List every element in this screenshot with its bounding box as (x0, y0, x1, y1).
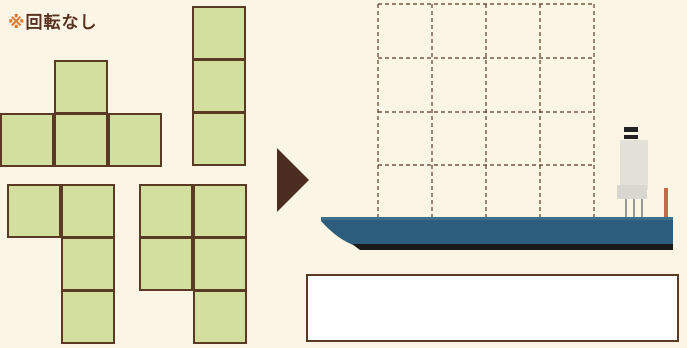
right-arrow-icon (277, 148, 309, 212)
ship-deckhouse (617, 185, 647, 199)
mast (664, 188, 668, 218)
piece-cell[interactable] (7, 184, 61, 238)
piece-cell[interactable] (61, 184, 115, 238)
ship-bridge (620, 140, 648, 190)
piece-cell[interactable] (139, 184, 193, 238)
piece-cell[interactable] (0, 113, 54, 167)
piece-cell[interactable] (61, 290, 115, 344)
hull-deck-line (321, 217, 673, 220)
piece-cell[interactable] (54, 113, 108, 167)
rule-note: ※回転なし (8, 8, 98, 33)
piece-cell[interactable] (193, 290, 247, 344)
dashed-grid (377, 3, 595, 218)
bridge-window (624, 127, 638, 132)
bridge-window (624, 135, 638, 139)
note-mark: ※ (8, 13, 26, 33)
answer-box[interactable] (306, 274, 679, 342)
piece-cell[interactable] (193, 237, 247, 291)
piece-cell[interactable] (139, 237, 193, 291)
piece-cell[interactable] (61, 237, 115, 291)
piece-cell[interactable] (192, 112, 246, 166)
ship-hull (321, 218, 673, 246)
piece-cell[interactable] (54, 60, 108, 114)
note-text: 回転なし (25, 13, 98, 33)
hull-waterline (352, 244, 673, 250)
piece-cell[interactable] (108, 113, 162, 167)
piece-cell[interactable] (193, 184, 247, 238)
